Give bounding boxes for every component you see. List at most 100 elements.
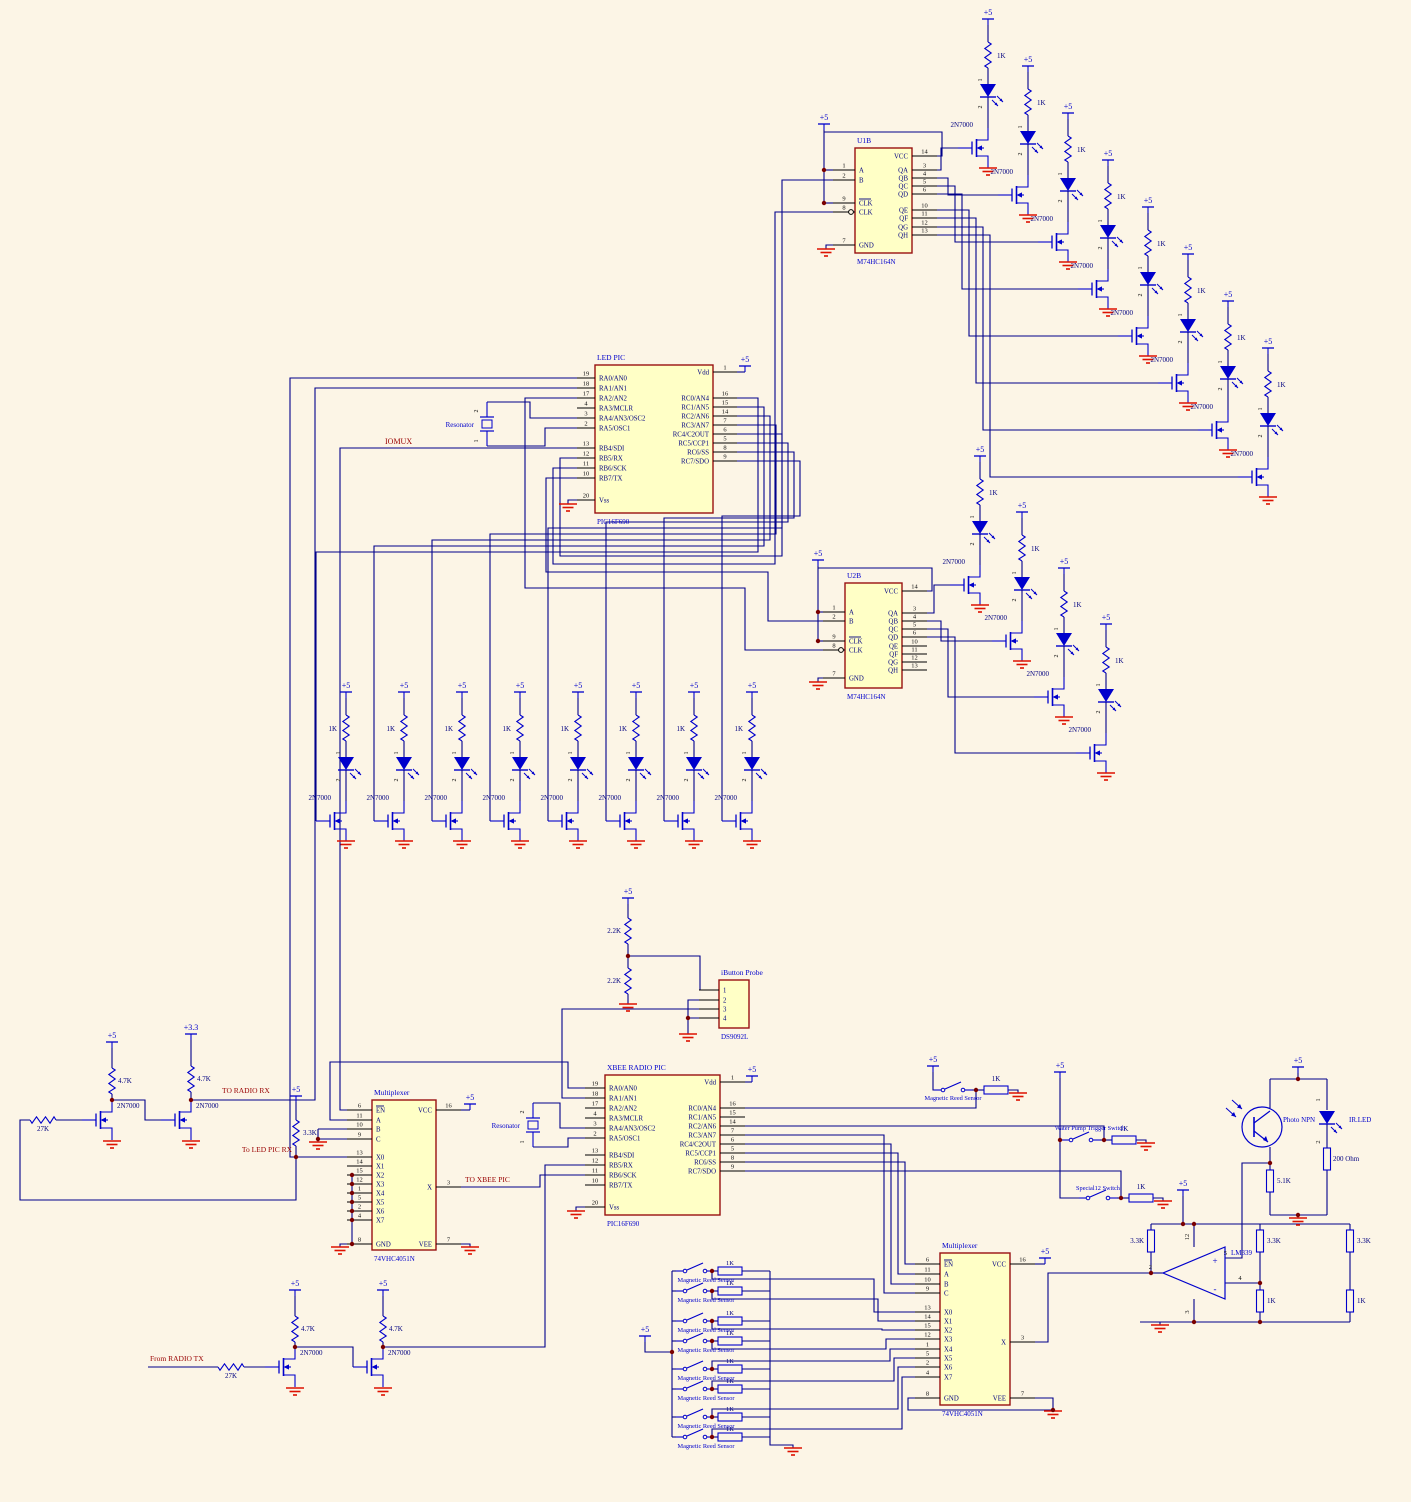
mosfet-lead xyxy=(1056,249,1069,262)
wire xyxy=(818,567,933,592)
net-label: 4.7K xyxy=(118,1077,132,1085)
wire xyxy=(191,387,577,1101)
mosfet-lead xyxy=(283,1347,296,1360)
led-arrow xyxy=(1114,243,1118,247)
junction-dot xyxy=(292,1344,298,1350)
wire xyxy=(745,1090,977,1109)
mosfet-lead xyxy=(1016,202,1029,215)
pin-name: QB xyxy=(889,619,899,626)
led-arrow xyxy=(1199,333,1203,337)
pin-number: 11 xyxy=(924,1267,930,1274)
phototransistor-icon xyxy=(1241,1106,1283,1148)
pin-name: X2 xyxy=(376,1173,385,1180)
mosfet-label: 2N7000 xyxy=(950,121,973,129)
pin-name: QD xyxy=(888,635,898,642)
led-icon xyxy=(512,757,528,770)
mosfet-label: 2N7000 xyxy=(1070,262,1093,270)
ic-title: U2B xyxy=(847,571,861,580)
wire xyxy=(545,477,823,622)
pin-number: 7 xyxy=(723,418,727,425)
power-label: +5 xyxy=(342,681,351,690)
junction-dot xyxy=(669,1349,675,1355)
net-label: TO RADIO RX xyxy=(222,1086,270,1095)
led-pin-number: 2 xyxy=(1012,599,1018,602)
resistor-value: 1K xyxy=(726,1310,734,1317)
segment xyxy=(686,1282,704,1291)
pin-number: 5 xyxy=(926,1351,929,1358)
mosfet-lead xyxy=(1056,222,1069,235)
power-label: +5 xyxy=(1184,243,1193,252)
power-label: +5 xyxy=(574,681,583,690)
pin-number: 5 xyxy=(731,1146,734,1153)
pin-number: 2 xyxy=(358,1204,361,1211)
pin-number: 1 xyxy=(731,1075,734,1082)
mosfet-lead xyxy=(968,592,981,605)
net-label: 1K xyxy=(1357,1297,1366,1305)
wire xyxy=(561,1008,699,1099)
resistor-zigzag-icon xyxy=(1103,182,1113,210)
pin-name: QG xyxy=(898,225,908,232)
pin-name: RB4/SDI xyxy=(599,446,625,453)
led-arrow xyxy=(1033,591,1037,595)
net-label: 2 xyxy=(1149,1264,1152,1271)
mosfet-lead xyxy=(392,828,405,841)
pin-number: 6 xyxy=(723,427,727,434)
pin-number: 14 xyxy=(356,1159,363,1166)
pin-name: X4 xyxy=(376,1191,385,1198)
pin-name: Vss xyxy=(599,498,610,505)
pin-number: 3 xyxy=(593,1121,596,1128)
wire xyxy=(937,147,958,171)
led-arrow xyxy=(1154,290,1158,294)
pin-name: QE xyxy=(899,208,908,215)
resistor-value: 1K xyxy=(1117,193,1126,201)
wire xyxy=(711,1271,915,1313)
junction-dot xyxy=(1267,1160,1273,1166)
mosfet-lead xyxy=(1094,760,1107,773)
resistor-value: 1K xyxy=(726,1260,734,1267)
led-pin-number: 2 xyxy=(510,779,516,782)
net-label: - xyxy=(1214,1284,1217,1294)
wire xyxy=(1008,1089,1019,1093)
resistor-value: 1K xyxy=(1277,381,1286,389)
net-label: + xyxy=(1212,1256,1217,1266)
pin-number: 20 xyxy=(583,493,590,500)
junction-dot xyxy=(709,1318,715,1324)
pin-name: RA1/AN1 xyxy=(609,1096,637,1103)
led-arrow xyxy=(584,775,588,779)
pin-name: RC4/C2OUT xyxy=(673,432,710,439)
wire xyxy=(461,1243,471,1247)
pin-number: 6 xyxy=(358,1103,362,1110)
pin-name: QA xyxy=(888,611,898,618)
resistor-value: 1K xyxy=(997,52,1006,60)
mosfet-lead xyxy=(1096,296,1109,309)
wire xyxy=(937,226,1198,431)
junction-dot xyxy=(1191,1319,1197,1325)
led-pin-number: 1 xyxy=(1258,408,1264,411)
led-pin-number: 2 xyxy=(1218,388,1224,391)
pin-name: A xyxy=(859,168,864,175)
ic-box xyxy=(594,364,714,514)
pin-number: 6 xyxy=(923,187,927,194)
pin-number: 8 xyxy=(731,1155,734,1162)
mosfet-lead xyxy=(566,828,579,841)
net-label: Resonator xyxy=(492,1122,521,1130)
npn-emitter-arrow xyxy=(1263,1136,1268,1142)
pin-number: 7 xyxy=(447,1237,451,1244)
junction-dot xyxy=(709,1386,715,1392)
wire xyxy=(927,636,1076,754)
resistor-value: 1K xyxy=(1077,146,1086,154)
pin-number: 15 xyxy=(729,1110,736,1117)
junction-dot xyxy=(1148,1270,1154,1276)
resistor-zigzag-icon xyxy=(1059,590,1069,618)
wire xyxy=(907,1397,1053,1411)
pin-number: 15 xyxy=(356,1168,363,1175)
led-arrow xyxy=(1338,1125,1342,1129)
mosfet-lead xyxy=(1016,175,1029,188)
net-label: LM339 xyxy=(1231,1249,1253,1257)
led-arrow xyxy=(410,775,414,779)
pin-number: 5 xyxy=(723,436,726,443)
pin-number: 4 xyxy=(358,1213,362,1220)
wire xyxy=(295,1346,354,1367)
mosfet-lead xyxy=(1176,363,1189,376)
pin-number: 2 xyxy=(832,614,835,621)
